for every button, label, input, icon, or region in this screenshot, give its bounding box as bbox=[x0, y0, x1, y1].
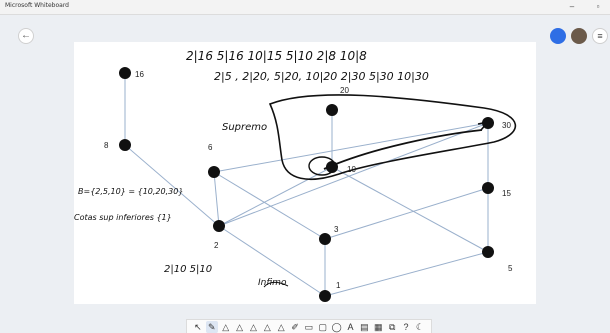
node-20 bbox=[326, 104, 338, 116]
node-5 bbox=[482, 246, 494, 258]
pen-tool-3[interactable]: △ bbox=[236, 321, 244, 332]
lasso-tool[interactable]: ☾ bbox=[415, 321, 424, 332]
node-2 bbox=[213, 220, 225, 232]
label-8: 8 bbox=[104, 141, 109, 150]
graph-nodes bbox=[119, 67, 494, 302]
pen-tool-4[interactable]: △ bbox=[249, 321, 257, 332]
menu-icon: ≡ bbox=[597, 31, 603, 41]
label-1: 1 bbox=[336, 281, 341, 290]
label-5: 5 bbox=[508, 264, 513, 273]
pen-tool-active[interactable]: ✎ bbox=[205, 320, 218, 333]
node-10 bbox=[326, 161, 338, 173]
select-tool[interactable]: ↖ bbox=[194, 321, 202, 332]
pen-tool-2[interactable]: △ bbox=[222, 321, 230, 332]
eraser-tool[interactable]: ▭ bbox=[304, 321, 314, 332]
note-divides-2: 2|5 , 2|20, 5|20, 10|20 2|30 5|30 10|30 bbox=[214, 70, 429, 83]
edge bbox=[213, 171, 326, 240]
note-infimo: Infimo bbox=[258, 278, 287, 288]
title-bar: Microsoft Whiteboard – ▫ bbox=[0, 0, 610, 15]
graph-edges bbox=[124, 73, 489, 297]
user-avatar[interactable] bbox=[571, 28, 587, 44]
ink-toolbar: ↖ ✎ △ △ △ △ △ ✐ ▭ ▢ ◯ A ▤ ▦ ⧉ ? ☾ bbox=[186, 319, 432, 333]
diagram: 16 8 6 2 20 10 3 1 30 15 5 2|16 5|16 10|… bbox=[74, 49, 517, 302]
pen-tool-6[interactable]: △ bbox=[277, 321, 285, 332]
shape-tool[interactable]: ◯ bbox=[331, 321, 342, 332]
whiteboard-canvas[interactable]: 16 8 6 2 20 10 3 1 30 15 5 2|16 5|16 10|… bbox=[74, 42, 536, 304]
node-8 bbox=[119, 139, 131, 151]
help-tool[interactable]: ? bbox=[403, 321, 409, 332]
minimize-button[interactable]: – bbox=[569, 2, 575, 11]
edge bbox=[324, 251, 489, 297]
label-6: 6 bbox=[208, 143, 213, 152]
text-tool[interactable]: A bbox=[347, 321, 354, 332]
pen-tool-5[interactable]: △ bbox=[263, 321, 271, 332]
infimo-scribble bbox=[263, 281, 289, 288]
node-15 bbox=[482, 182, 494, 194]
label-20: 20 bbox=[340, 86, 349, 95]
label-16: 16 bbox=[135, 70, 144, 79]
ruler-tool[interactable]: ▢ bbox=[318, 321, 328, 332]
edge bbox=[218, 225, 326, 297]
table-tool[interactable]: ▦ bbox=[374, 321, 383, 332]
maximize-button[interactable]: ▫ bbox=[596, 2, 600, 11]
node-6 bbox=[208, 166, 220, 178]
edge bbox=[213, 171, 220, 227]
label-2: 2 bbox=[214, 241, 219, 250]
edge bbox=[324, 187, 489, 240]
label-30: 30 bbox=[502, 121, 511, 130]
supremum-loop bbox=[268, 94, 517, 181]
label-3: 3 bbox=[334, 225, 339, 234]
edge bbox=[218, 166, 333, 227]
note-bottom: 2|10 5|10 bbox=[164, 264, 212, 275]
note-tool[interactable]: ▤ bbox=[360, 321, 369, 332]
arrow-stroke bbox=[323, 129, 483, 170]
edge bbox=[331, 166, 489, 253]
note-cotas: Cotas sup inferiores {1} bbox=[74, 213, 172, 222]
image-tool[interactable]: ⧉ bbox=[388, 321, 396, 332]
label-10: 10 bbox=[347, 165, 356, 174]
menu-button[interactable]: ≡ bbox=[592, 28, 608, 44]
note-supremo: Supremo bbox=[222, 122, 267, 133]
edge bbox=[124, 144, 220, 227]
collaborator-avatar[interactable] bbox=[550, 28, 566, 44]
edge bbox=[213, 122, 489, 173]
node-3 bbox=[319, 233, 331, 245]
note-divides-1: 2|16 5|16 10|15 5|10 2|8 10|8 bbox=[186, 49, 367, 63]
node-30 bbox=[482, 117, 494, 129]
back-button[interactable]: ← bbox=[18, 28, 34, 44]
note-subset: B={2,5,10} = {10,20,30} bbox=[78, 187, 183, 196]
node-16 bbox=[119, 67, 131, 79]
node-1 bbox=[319, 290, 331, 302]
label-15: 15 bbox=[502, 189, 511, 198]
highlighter-tool[interactable]: ✐ bbox=[291, 321, 299, 332]
back-arrow-icon: ← bbox=[21, 30, 31, 41]
edge bbox=[218, 122, 489, 227]
app-title: Microsoft Whiteboard bbox=[5, 2, 69, 9]
